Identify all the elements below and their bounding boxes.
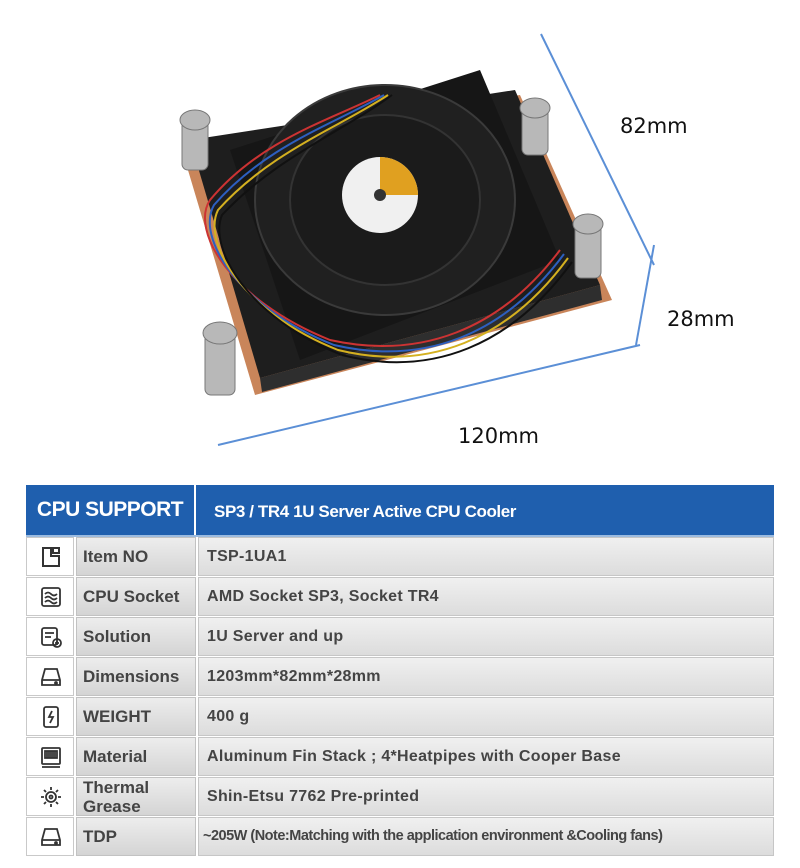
product-title: SP3 / TR4 1U Server Active CPU Cooler — [214, 502, 517, 521]
weight-icon — [43, 706, 59, 728]
table-row: TDP ~205W (Note:Matching with the applic… — [26, 817, 774, 856]
height-dimension-label: 28mm — [667, 307, 735, 331]
product-photo — [179, 33, 655, 446]
spec-table-header: CPU SUPPORT SP3 / TR4 1U Server Active C… — [26, 485, 774, 537]
cpu-support-heading: CPU SUPPORT — [26, 485, 196, 535]
table-row: Solution 1U Server and up — [26, 617, 774, 656]
row-value: ~205W (Note:Matching with the applicatio… — [203, 828, 663, 844]
row-value: Shin-Etsu 7762 Pre-printed — [207, 788, 420, 805]
row-label: TDP — [83, 827, 117, 846]
row-value: AMD Socket SP3, Socket TR4 — [207, 588, 439, 605]
row-label: Material — [83, 747, 148, 766]
row-label: WEIGHT — [83, 707, 151, 726]
dimensions-icon — [41, 668, 61, 686]
material-icon — [41, 747, 61, 768]
table-row: WEIGHT 400 g — [26, 697, 774, 736]
table-row: Material Aluminum Fin Stack ; 4*Heatpipe… — [26, 737, 774, 776]
length-measure-line — [217, 344, 641, 446]
row-label-line2: Grease — [83, 797, 141, 816]
depth-measure-line — [540, 33, 655, 266]
row-value: TSP-1UA1 — [207, 548, 287, 565]
table-row: Item NO TSP-1UA1 — [26, 537, 774, 576]
row-label: Item NO — [83, 547, 149, 566]
table-row: CPU Socket AMD Socket SP3, Socket TR4 — [26, 577, 774, 616]
grease-icon — [41, 787, 61, 807]
row-value: Aluminum Fin Stack ; 4*Heatpipes with Co… — [207, 748, 621, 765]
solution-icon — [41, 627, 62, 648]
row-value: 400 g — [207, 708, 250, 725]
row-value: 1U Server and up — [207, 628, 344, 645]
height-measure-line — [635, 244, 655, 346]
row-label: Dimensions — [83, 667, 180, 686]
depth-dimension-label: 82mm — [620, 114, 688, 138]
socket-icon — [41, 587, 61, 607]
row-label: CPU Socket — [83, 587, 180, 606]
table-row: Dimensions 1203mm*82mm*28mm — [26, 657, 774, 696]
row-label: Solution — [83, 627, 151, 646]
row-label-line1: Thermal — [83, 778, 150, 797]
length-dimension-label: 120mm — [458, 424, 539, 448]
mounting-screws — [179, 97, 604, 396]
spec-table: CPU SUPPORT SP3 / TR4 1U Server Active C… — [26, 485, 774, 856]
row-value: 1203mm*82mm*28mm — [207, 668, 381, 685]
tdp-icon — [41, 828, 61, 846]
item-icon — [42, 547, 60, 567]
